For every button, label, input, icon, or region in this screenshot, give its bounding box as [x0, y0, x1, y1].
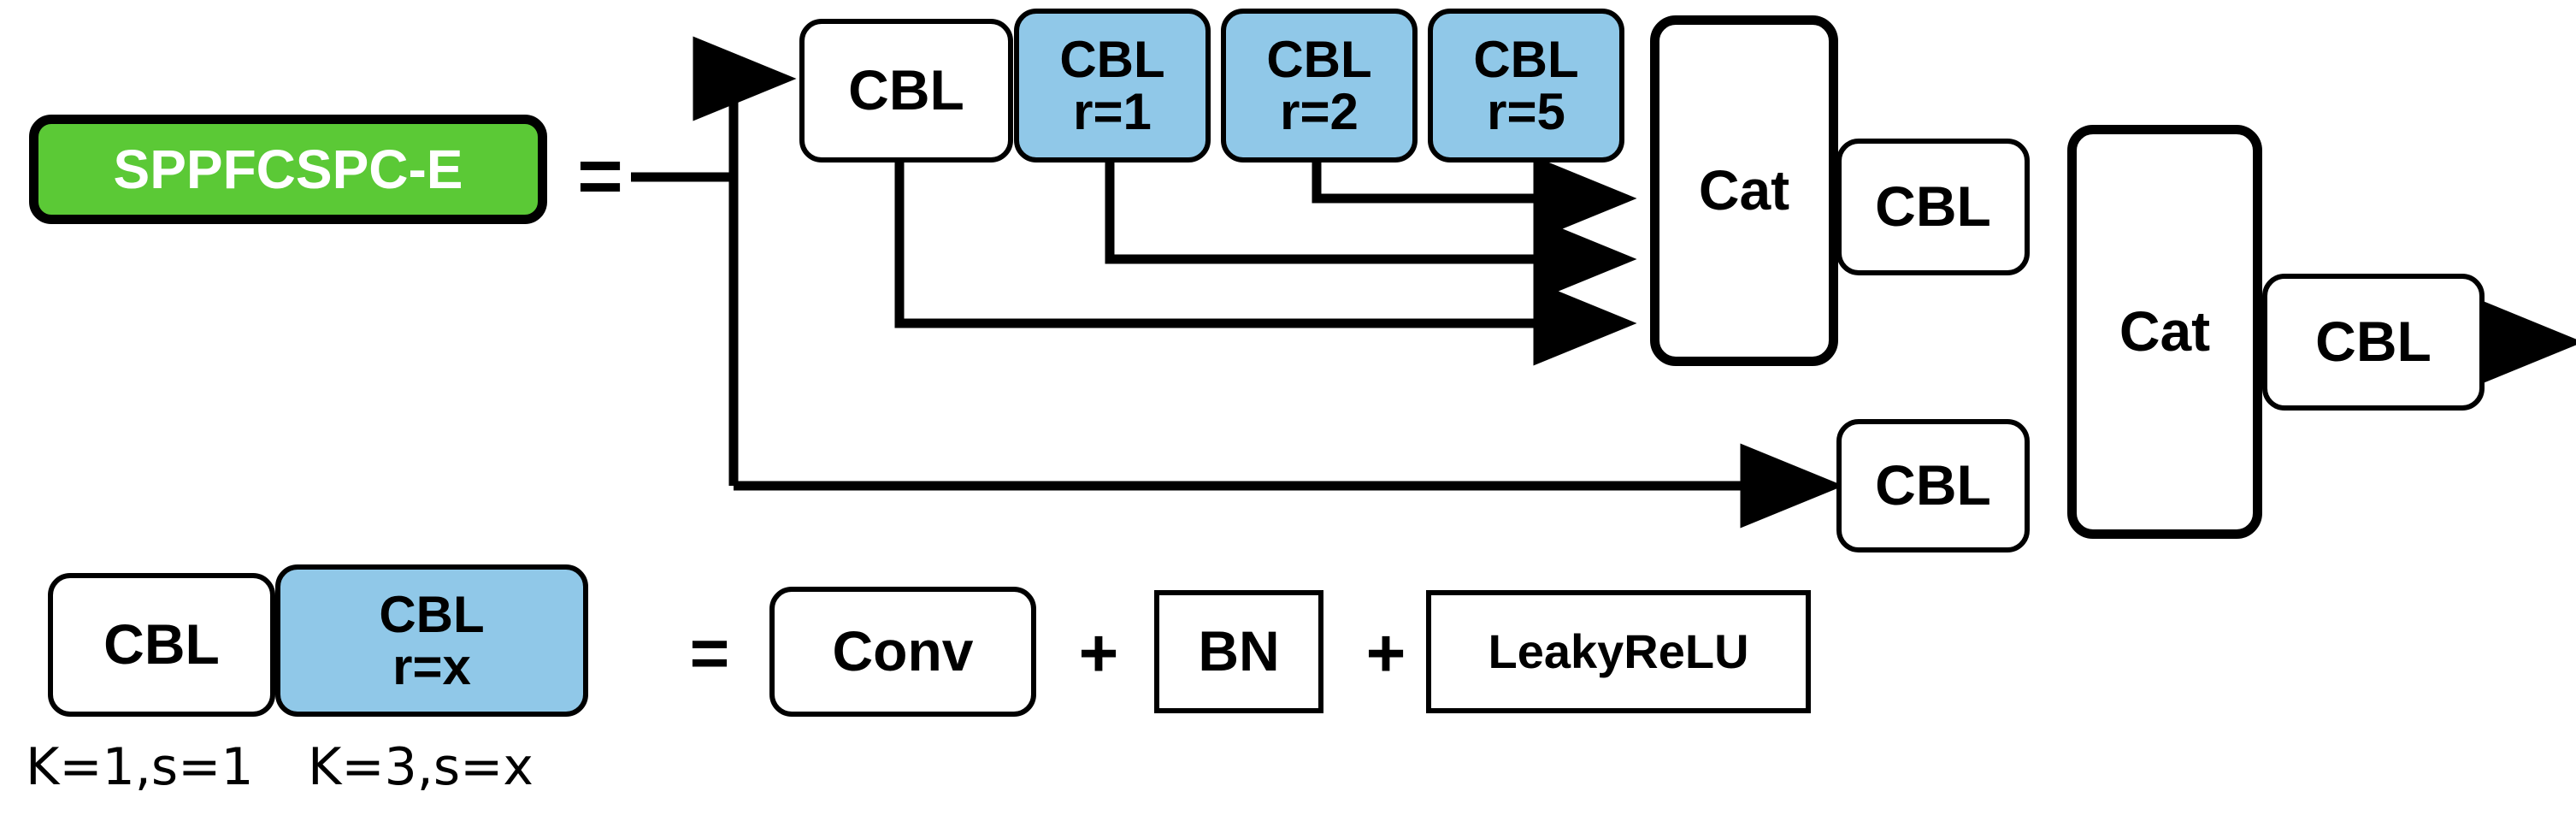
- cbl-dilated-r2-block[interactable]: CBL r=2: [1221, 9, 1418, 162]
- cbl-dilated-r5-rate: r=5: [1487, 83, 1565, 140]
- cbl-dilated-r2-rate: r=2: [1280, 83, 1359, 140]
- bn-block-label: BN: [1198, 619, 1280, 683]
- plus-sign-2: +: [1365, 615, 1406, 691]
- legend-cbl-plain-label: CBL: [103, 612, 220, 677]
- legend-cbl-plain-caption: K=1,s=1: [26, 737, 254, 797]
- legend-cbl-plain-block[interactable]: CBL: [48, 573, 275, 717]
- cbl-entry-label: CBL: [848, 58, 964, 122]
- equals-sign-bottom: =: [689, 615, 730, 691]
- leakyrelu-block[interactable]: LeakyReLU: [1426, 590, 1811, 713]
- cbl-output-block[interactable]: CBL: [2262, 274, 2485, 411]
- wire-r2-to-cat1: [1312, 156, 1637, 241]
- wire-cbl-entry-to-cat1: [894, 162, 1637, 366]
- legend-cbl-dilated-caption: K=3,s=x: [308, 737, 533, 797]
- leakyrelu-block-label: LeakyReLU: [1488, 624, 1749, 679]
- concat-block-2[interactable]: Cat: [2067, 125, 2262, 539]
- cbl-after-cat1-block[interactable]: CBL: [1836, 139, 2030, 275]
- equals-sign-top: =: [577, 132, 623, 220]
- legend-cbl-dilated-label: CBL: [379, 585, 485, 643]
- page-title-text: SPPFCSPC-E: [113, 139, 463, 200]
- concat-block-2-label: Cat: [2119, 299, 2211, 363]
- legend-cbl-dilated-block[interactable]: CBL r=x: [275, 564, 588, 717]
- cbl-dilated-r1-rate: r=1: [1073, 83, 1152, 140]
- concat-block-1[interactable]: Cat: [1650, 15, 1838, 366]
- module-title-box: SPPFCSPC-E: [29, 115, 547, 224]
- wire-r1-to-cat1: [1105, 162, 1637, 302]
- cbl-bypass-label: CBL: [1875, 453, 1991, 517]
- conv-block[interactable]: Conv: [769, 587, 1036, 717]
- conv-block-label: Conv: [832, 619, 974, 683]
- cbl-after-cat1-label: CBL: [1875, 174, 1991, 239]
- cbl-bypass-block[interactable]: CBL: [1836, 419, 2030, 552]
- plus-sign-1: +: [1078, 615, 1119, 691]
- cbl-entry-block[interactable]: CBL: [799, 19, 1013, 162]
- cbl-dilated-r1-label: CBL: [1059, 30, 1165, 88]
- bn-block[interactable]: BN: [1154, 590, 1323, 713]
- cbl-dilated-r5-block[interactable]: CBL r=5: [1428, 9, 1624, 162]
- cbl-dilated-r1-block[interactable]: CBL r=1: [1014, 9, 1211, 162]
- cbl-dilated-r5-label: CBL: [1473, 30, 1579, 88]
- concat-block-1-label: Cat: [1698, 158, 1790, 222]
- cbl-dilated-r2-label: CBL: [1266, 30, 1372, 88]
- cbl-output-label: CBL: [2315, 310, 2432, 374]
- legend-cbl-dilated-rate: r=x: [392, 638, 471, 695]
